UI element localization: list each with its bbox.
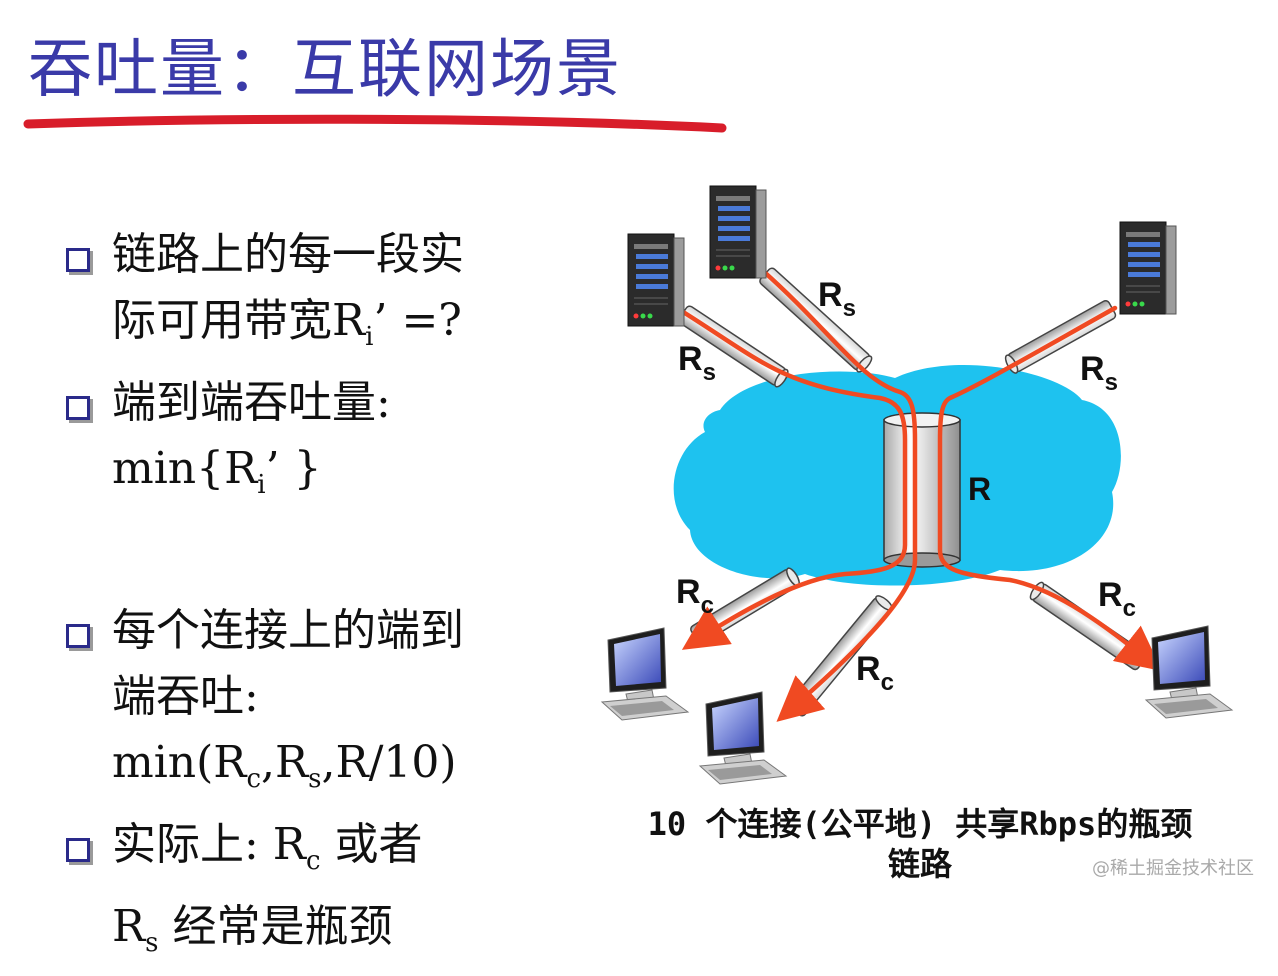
bullet-text: 端到端吞吐量:	[112, 377, 391, 428]
server-icon	[627, 233, 685, 327]
label-rs: Rs	[818, 276, 856, 322]
bottleneck-link	[883, 412, 961, 568]
title-underline	[23, 114, 727, 133]
label-rc: Rc	[1098, 576, 1136, 622]
flow-paths	[677, 267, 1163, 722]
label-r: R	[968, 471, 991, 507]
bullet-text: 每个连接上的端到	[112, 605, 464, 656]
diagram-caption: 10 个连接(公平地) 共享Rbps的瓶颈 链路	[600, 804, 1240, 884]
client-computer-icon	[601, 627, 689, 721]
server-icon	[1119, 221, 1177, 315]
label-rc: Rc	[676, 573, 714, 619]
label-rc: Rc	[856, 650, 894, 696]
bullet-square-icon	[66, 624, 90, 648]
bullet-square-icon	[66, 838, 90, 862]
caption-line: 链路	[887, 845, 952, 883]
client-computer-icon	[699, 691, 787, 785]
bullet-text: Rs 经常是瓶颈	[112, 901, 393, 958]
bullet-square-icon	[66, 248, 90, 272]
bullet-text: 际可用带宽Ri’ =?	[112, 295, 462, 352]
label-rs: Rs	[678, 340, 716, 386]
network-diagram: Rs Rs Rs R Rc Rc Rc	[601, 185, 1233, 785]
bullet-per-connection: 每个连接上的端到 端吞吐: min(Rc,Rs,R/10)	[62, 598, 582, 812]
bullet-square-icon	[66, 396, 90, 420]
client-computer-icon	[1145, 625, 1233, 719]
watermark: @稀土掘金技术社区	[1092, 858, 1254, 879]
bullet-formula: min{Ri’ }	[112, 443, 322, 500]
bullet-link-bandwidth: 链路上的每一段实 际可用带宽Ri’ =?	[62, 222, 582, 370]
bullet-formula: min(Rc,Rs,R/10)	[112, 737, 457, 794]
bullet-text: 链路上的每一段实	[112, 229, 464, 280]
bullet-text: 端吞吐:	[112, 671, 259, 722]
page-title: 吞吐量：互联网场景	[28, 33, 622, 107]
caption-line: 10 个连接(公平地) 共享Rbps的瓶颈	[647, 805, 1193, 843]
bullet-text: 实际上: Rc 或者	[112, 819, 423, 876]
server-icon	[709, 185, 767, 279]
bullet-list: 链路上的每一段实 际可用带宽Ri’ =? 端到端吞吐量: min{Ri’ } 每…	[62, 222, 582, 976]
bullet-end-to-end: 端到端吞吐量: min{Ri’ }	[62, 370, 582, 518]
label-rs: Rs	[1080, 350, 1118, 396]
